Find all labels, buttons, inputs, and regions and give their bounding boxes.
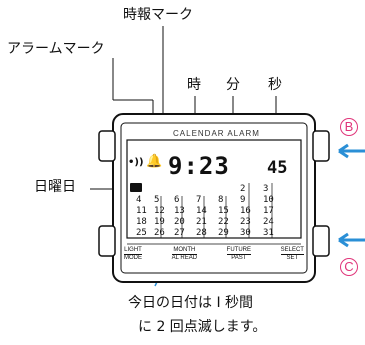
hour-label: 時	[187, 77, 201, 93]
day-of-week-label: 日曜日	[34, 179, 76, 195]
left-upper-pusher	[98, 130, 116, 162]
watch-button-top-label: LIGHT	[124, 247, 142, 253]
time-display: 9:23	[168, 152, 230, 180]
seconds-display: 45	[267, 158, 288, 178]
watch-button-bottom-label: PAST	[226, 254, 252, 262]
calendar-day: 23	[240, 217, 251, 227]
left-lower-pusher	[98, 225, 116, 257]
brand-text: CALENDAR ALARM	[173, 129, 260, 138]
side-button-c[interactable]: C	[340, 258, 358, 276]
watch-case-outline	[112, 113, 316, 283]
watch-button-top-label: FUTURE	[226, 247, 252, 253]
calendar-day: 8	[218, 195, 224, 205]
arrow-b	[338, 143, 365, 159]
watch-face-border	[120, 122, 308, 274]
chime-icon: •))	[128, 157, 144, 168]
calendar-day: 7	[196, 195, 202, 205]
calendar-day: 12	[154, 206, 165, 216]
note-line-1: 今日の日付は I 秒間	[128, 295, 254, 311]
calendar-day: 27	[174, 228, 185, 238]
calendar-day: 18	[136, 217, 147, 227]
arrow-c	[338, 232, 365, 248]
watch-button-top-label: MONTH	[173, 247, 196, 253]
calendar-day: 13	[174, 206, 185, 216]
calendar-day: 9	[240, 195, 246, 205]
watch-button-top-label: SELECT	[280, 247, 304, 253]
calendar-day: 29	[218, 228, 229, 238]
calendar-day: 10	[263, 195, 274, 205]
calendar-day: 5	[154, 195, 160, 205]
alarm-bell-icon: 🔔	[146, 154, 163, 169]
hourly-chime-mark-label: 時報マーク	[123, 7, 193, 23]
calendar-day: 16	[240, 206, 251, 216]
calendar-day: 14	[196, 206, 207, 216]
watch-button-bottom-label: SET	[280, 254, 304, 262]
right-lower-pusher	[312, 225, 330, 257]
calendar-day: 3	[263, 184, 269, 194]
calendar-day: 22	[218, 217, 229, 227]
calendar-day: 26	[154, 228, 165, 238]
calendar-day: 6	[174, 195, 180, 205]
calendar-day: 31	[263, 228, 274, 238]
watch-button-bottom-label: MODE	[124, 254, 142, 261]
watch-button-bottom-label: AL READ	[171, 254, 198, 261]
calendar-day: 11	[136, 206, 147, 216]
note-line-2: に 2 回点滅します。	[138, 319, 267, 335]
second-label: 秒	[268, 77, 282, 93]
calendar-day: 30	[240, 228, 251, 238]
lcd-border	[126, 139, 302, 239]
calendar-day: 20	[174, 217, 185, 227]
calendar-day: 4	[136, 195, 142, 205]
right-upper-pusher	[312, 130, 330, 162]
side-button-b[interactable]: B	[340, 118, 358, 136]
calendar-day: 17	[263, 206, 274, 216]
alarm-mark-label: アラームマーク	[7, 41, 105, 57]
calendar-day: 2	[240, 184, 246, 194]
calendar-day: 15	[218, 206, 229, 216]
calendar-day: 25	[136, 228, 147, 238]
calendar-day: 24	[263, 217, 274, 227]
minute-label: 分	[226, 77, 240, 93]
day-of-week-indicator	[130, 183, 142, 192]
calendar-day: 28	[196, 228, 207, 238]
calendar-day: 19	[154, 217, 165, 227]
calendar-day: 21	[196, 217, 207, 227]
